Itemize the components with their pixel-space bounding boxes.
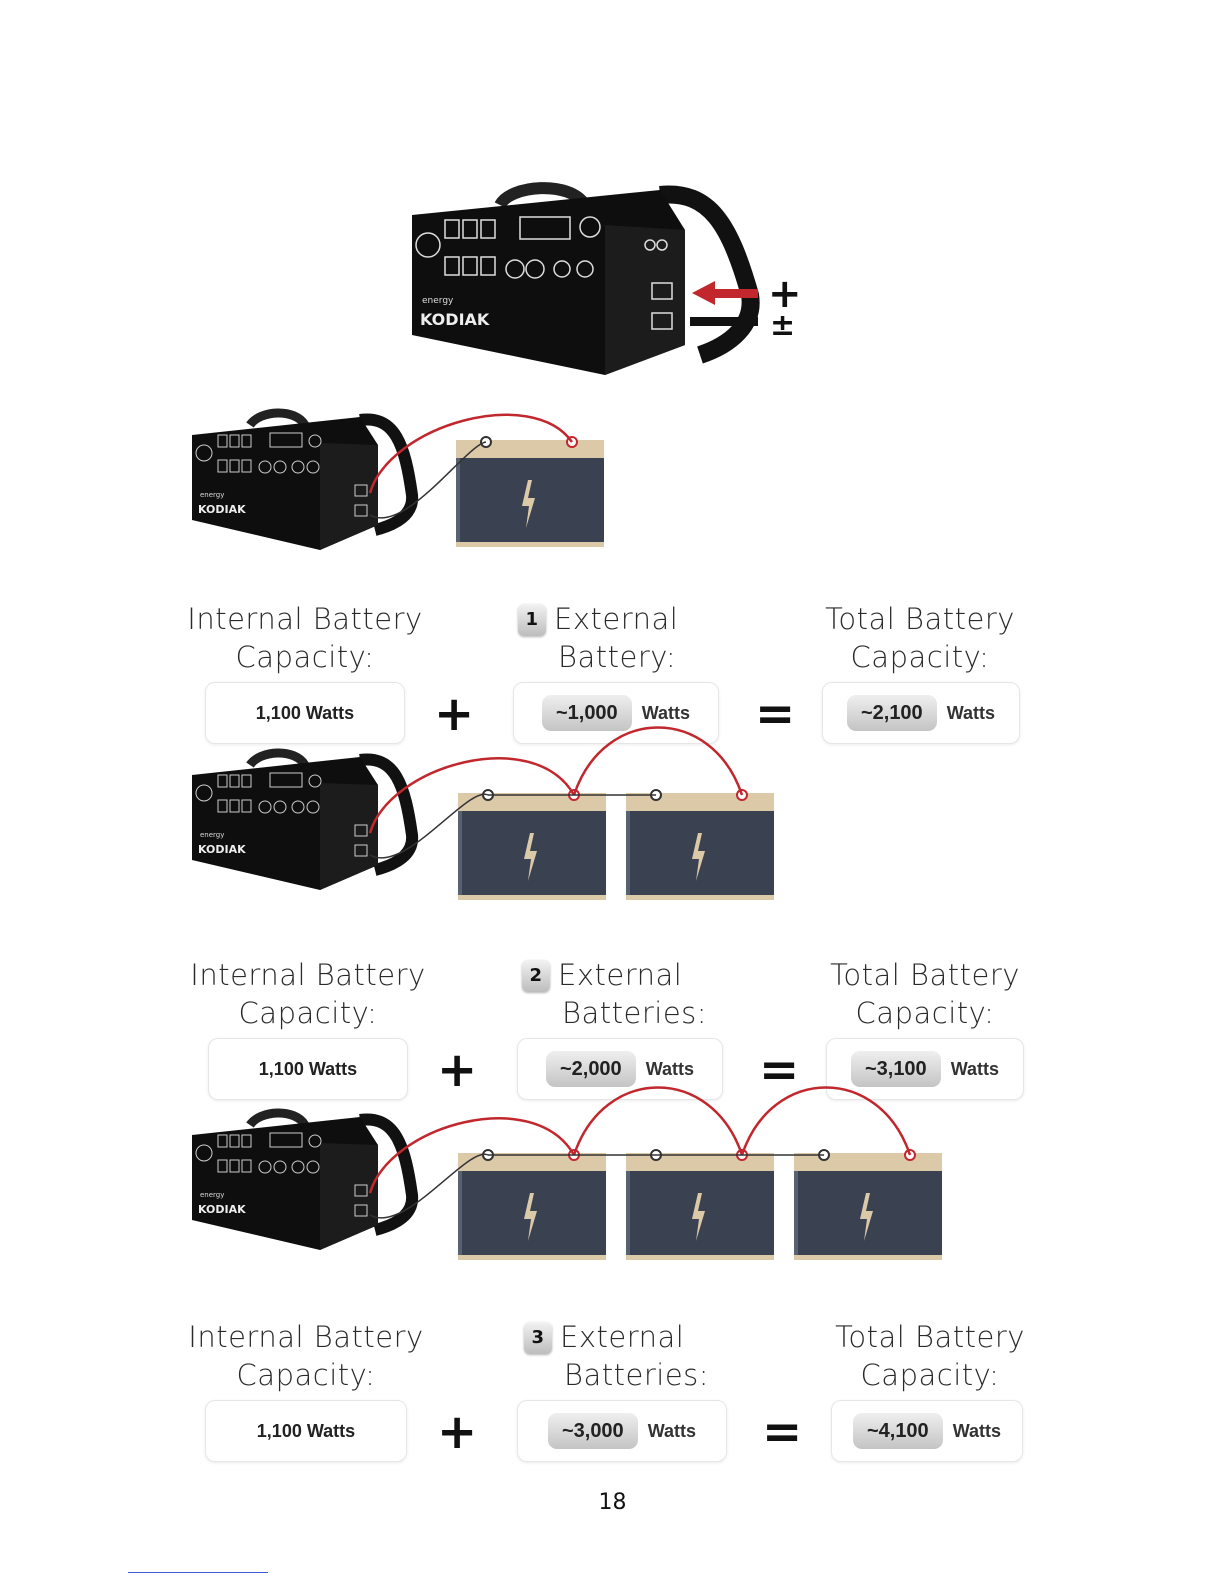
external-battery-1 (456, 436, 604, 547)
internal-value-box-2: 1,100 Watts (208, 1038, 408, 1100)
count-badge-1: 1 (518, 604, 546, 636)
total-unit-3: Watts (952, 1420, 1002, 1441)
total-value-2: ~3,100 (850, 1051, 941, 1087)
red-wire (368, 1117, 576, 1194)
equals-sign-3: = (762, 1404, 803, 1460)
plus-sign-1: + (434, 686, 475, 742)
external-value-1: ~1,000 (541, 695, 632, 731)
red-wire (572, 1086, 744, 1156)
count-badge-2: 2 (522, 960, 550, 992)
red-wire (572, 726, 744, 796)
black-wire (369, 793, 489, 859)
internal-capacity-label-2: Internal Battery Capacity: (190, 958, 426, 1030)
external-unit-2: Watts (645, 1058, 695, 1079)
page-number: 18 (598, 1490, 627, 1515)
footer-rule (128, 1572, 268, 1573)
internal-value-box-1: 1,100 Watts (205, 682, 405, 744)
top-plus-sign: + (768, 271, 802, 317)
total-unit-2: Watts (950, 1058, 1000, 1079)
total-capacity-label-2: Total Battery Capacity: (830, 958, 1020, 1030)
plus-sign-2: + (437, 1042, 478, 1098)
external-battery-1 (458, 1149, 606, 1260)
total-value-box-1: ~2,100 Watts (822, 682, 1020, 744)
red-wire (368, 757, 576, 834)
total-value-3: ~4,100 (852, 1413, 943, 1449)
external-battery-3 (794, 1149, 942, 1260)
internal-capacity-label-3: Internal Battery Capacity: (188, 1320, 424, 1392)
equals-sign-2: = (759, 1042, 800, 1098)
external-battery-1 (458, 789, 606, 900)
top-brand-small: energy (422, 296, 454, 306)
kodiak-brand-name: KODIAK (198, 503, 246, 516)
lightning-icon (860, 1193, 873, 1241)
top-brand-name: KODIAK (420, 310, 490, 329)
total-capacity-label-1: Total Battery Capacity: (825, 602, 1015, 674)
lightning-icon (692, 833, 705, 881)
total-unit-1: Watts (946, 702, 996, 723)
lightning-icon (524, 833, 537, 881)
total-value-1: ~2,100 (846, 695, 937, 731)
external-unit-1: Watts (641, 702, 691, 723)
internal-capacity-label-1: Internal Battery Capacity: (187, 602, 423, 674)
internal-value-box-3: 1,100 Watts (205, 1400, 407, 1462)
red-wire (368, 413, 574, 494)
external-value-box-1: ~1,000 Watts (513, 682, 719, 744)
equals-sign-1: = (755, 686, 796, 742)
lightning-icon (524, 1193, 537, 1241)
external-battery-2 (626, 789, 774, 900)
kodiak-brand-small: energy (200, 831, 224, 839)
lightning-icon (692, 1193, 705, 1241)
red-wire (740, 1086, 912, 1156)
total-value-box-2: ~3,100 Watts (826, 1038, 1024, 1100)
internal-value-2: 1,100 Watts (258, 1058, 358, 1079)
external-value-box-2: ~2,000 Watts (517, 1038, 723, 1100)
kodiak-brand-small: energy (200, 491, 224, 499)
total-capacity-label-3: Total Battery Capacity: (835, 1320, 1025, 1392)
external-value-2: ~2,000 (545, 1051, 636, 1087)
total-value-box-3: ~4,100 Watts (831, 1400, 1023, 1462)
internal-value-1: 1,100 Watts (255, 702, 355, 723)
external-unit-3: Watts (647, 1420, 697, 1441)
external-value-box-3: ~3,000 Watts (517, 1400, 727, 1462)
black-wire (369, 441, 487, 519)
top-minus-sign: ± (770, 308, 795, 343)
lightning-icon (522, 480, 535, 528)
internal-value-3: 1,100 Watts (256, 1420, 356, 1441)
kodiak-brand-name: KODIAK (198, 1203, 246, 1216)
top-kodiak-diagram: energy KODIAK + ± (412, 182, 802, 375)
external-battery-2 (626, 1149, 774, 1260)
kodiak-brand-name: KODIAK (198, 843, 246, 856)
count-badge-3: 3 (524, 1322, 552, 1354)
plus-sign-3: + (437, 1404, 478, 1460)
black-wire (369, 1153, 489, 1219)
kodiak-brand-small: energy (200, 1191, 224, 1199)
external-value-3: ~3,000 (547, 1413, 638, 1449)
